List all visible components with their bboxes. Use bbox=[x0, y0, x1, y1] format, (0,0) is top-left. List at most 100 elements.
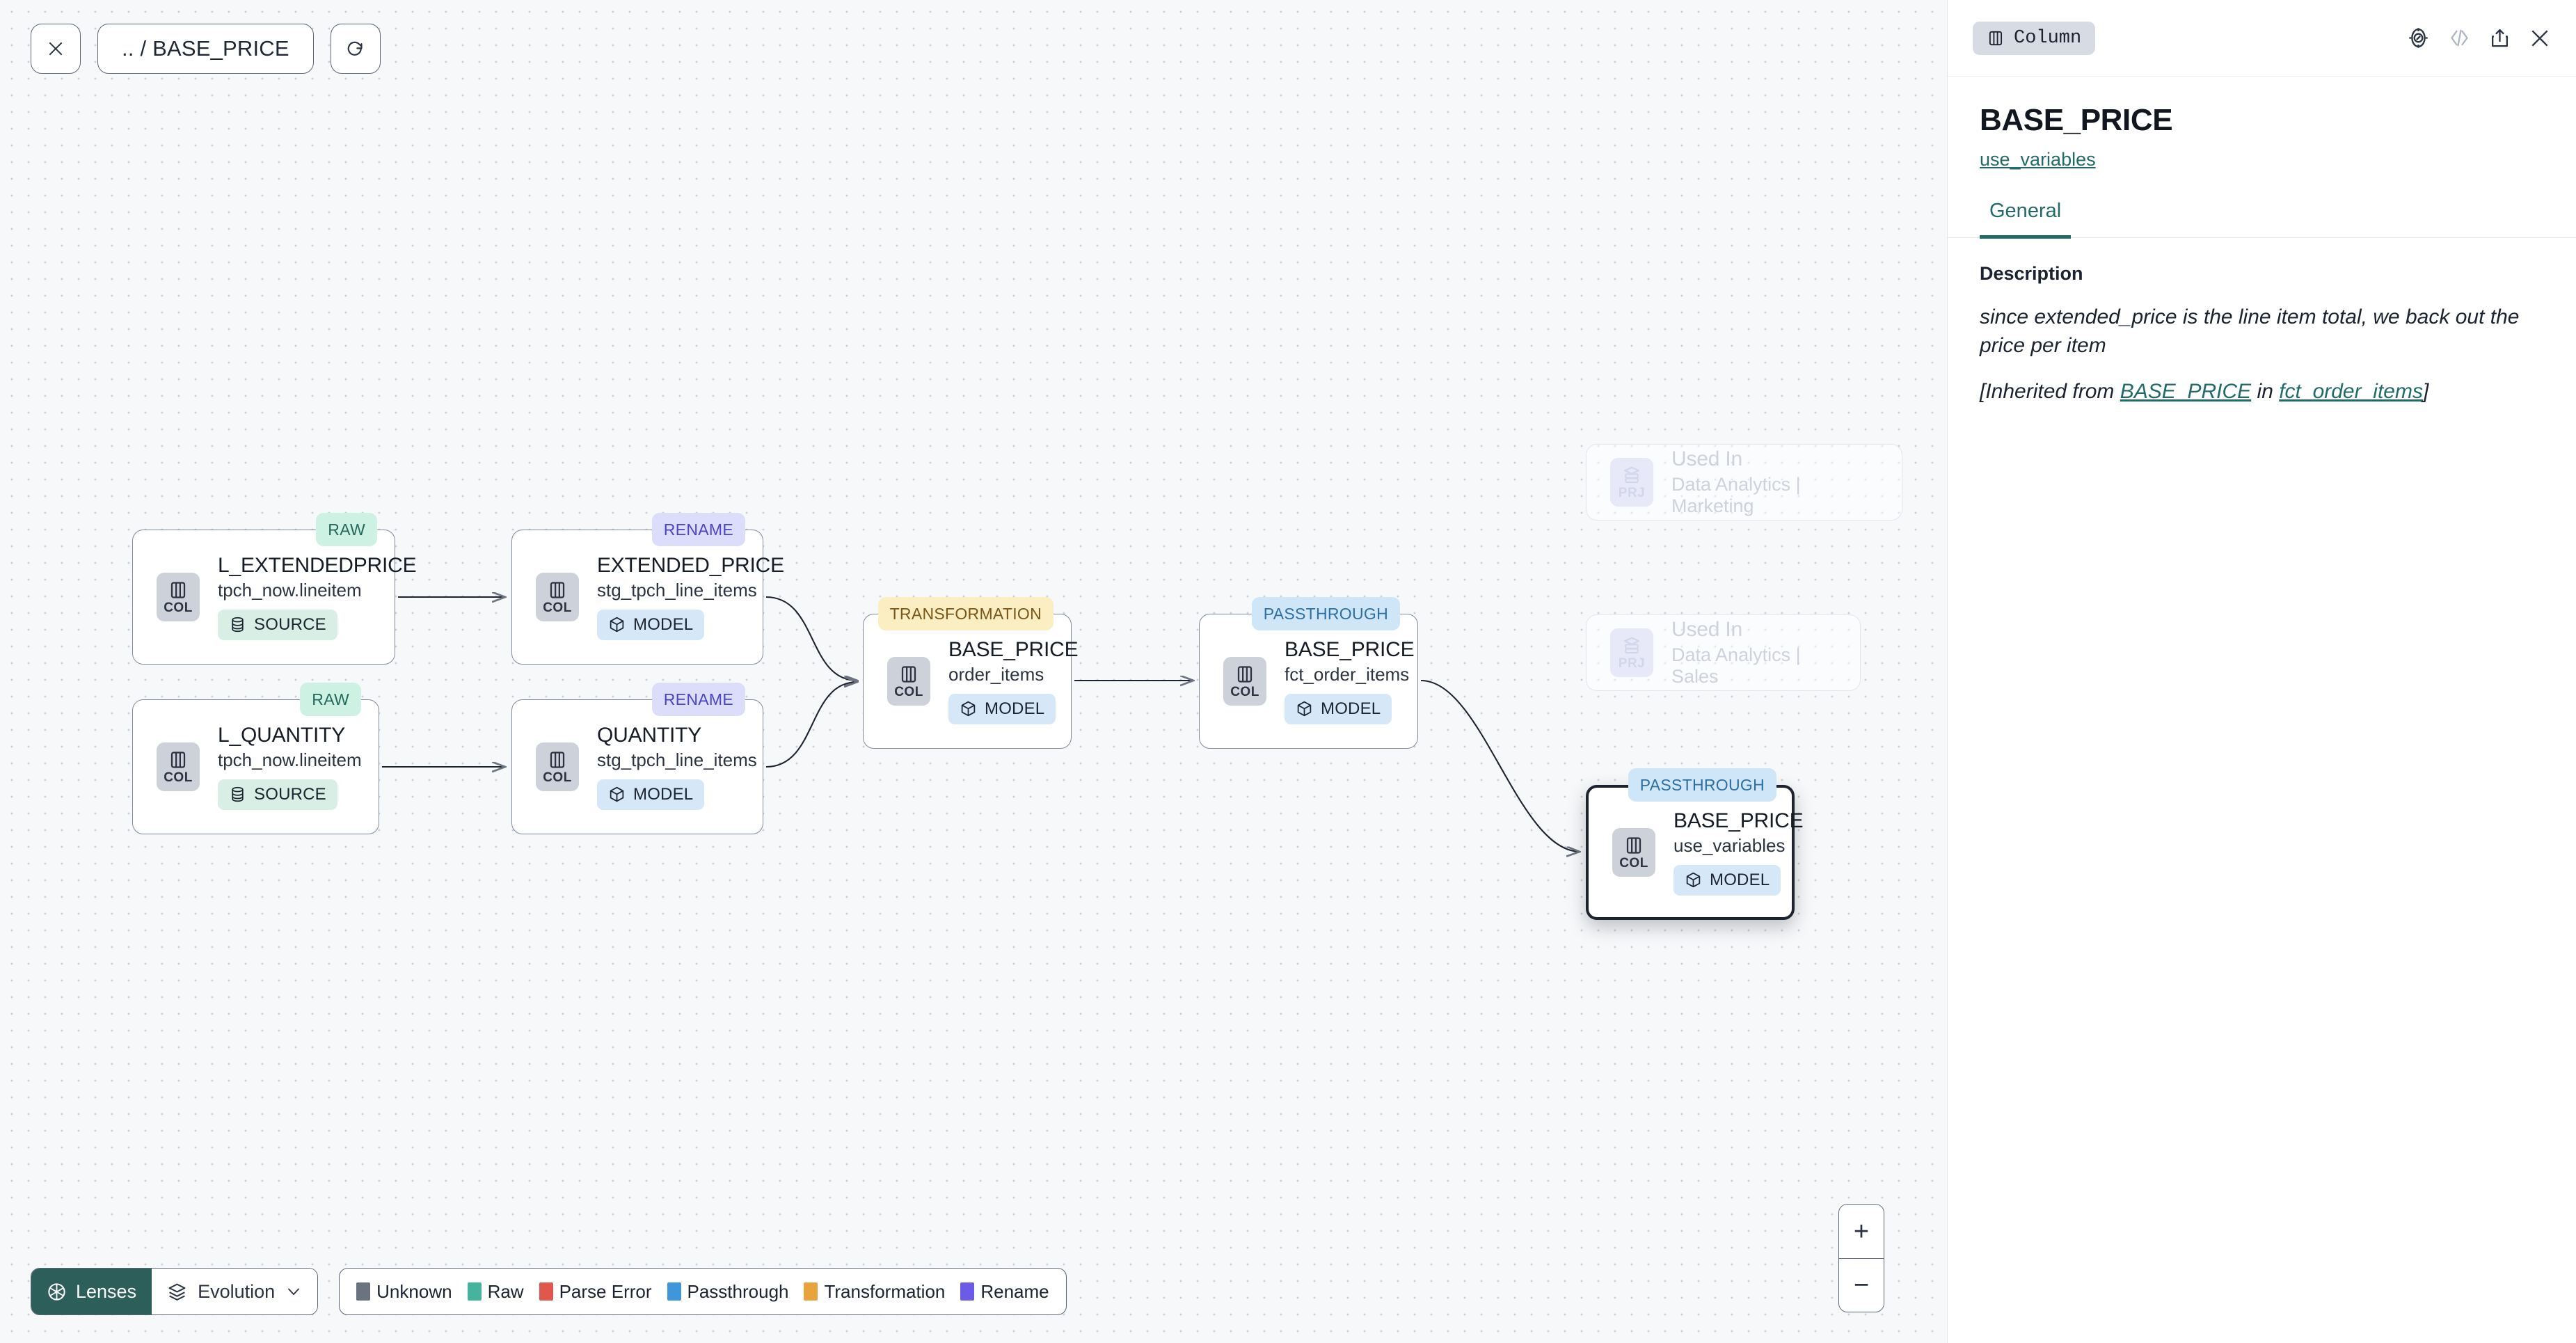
node-icon-label: COL bbox=[894, 685, 923, 699]
chevron-down-icon bbox=[288, 1288, 300, 1296]
node-title: BASE_PRICE bbox=[1673, 809, 1804, 833]
zoom-controls: + − bbox=[1838, 1204, 1884, 1312]
node-icon-label: COL bbox=[543, 601, 572, 615]
node-title: QUANTITY bbox=[597, 724, 702, 747]
lenses-button[interactable]: Lenses bbox=[31, 1269, 152, 1314]
legend-label: Unknown bbox=[376, 1280, 452, 1302]
panel-title-block: BASE_PRICE use_variables bbox=[1948, 77, 2576, 170]
node-pill-model: MODEL bbox=[1285, 693, 1392, 724]
legend-item-raw[interactable]: Raw bbox=[467, 1280, 524, 1303]
refresh-button[interactable] bbox=[330, 24, 381, 74]
legend-item-transformation[interactable]: Transformation bbox=[804, 1281, 945, 1303]
breadcrumb-button[interactable]: .. / BASE_PRICE bbox=[97, 24, 314, 74]
legend: Unknown Raw Parse Error Passthrough Transfor… bbox=[339, 1268, 1067, 1315]
legend-item-rename[interactable]: Rename bbox=[960, 1281, 1049, 1303]
column-icon bbox=[550, 752, 565, 768]
legend-swatch bbox=[539, 1282, 553, 1301]
node-title: EXTENDED_PRICE bbox=[597, 554, 784, 578]
evolution-dropdown[interactable]: Evolution bbox=[152, 1269, 318, 1314]
description-body: since extended_price is the line item to… bbox=[1980, 305, 2520, 358]
code-icon[interactable] bbox=[2448, 26, 2471, 49]
node-icon: PRJ bbox=[1610, 458, 1653, 507]
legend-swatch bbox=[356, 1282, 371, 1301]
column-icon bbox=[1989, 31, 2003, 45]
inherited-suffix: ] bbox=[2422, 379, 2429, 403]
zoom-out-button[interactable]: − bbox=[1839, 1258, 1884, 1312]
edge-base_price_fct-to-base_price_use_variables bbox=[1420, 679, 1580, 852]
legend-label: Raw bbox=[487, 1280, 524, 1302]
inherited-prefix: [Inherited from bbox=[1980, 379, 2120, 403]
inherited-column-link[interactable]: BASE_PRICE bbox=[2120, 379, 2252, 403]
close-panel-icon[interactable] bbox=[2529, 27, 2551, 49]
close-icon bbox=[49, 42, 63, 56]
node-icon: PRJ bbox=[1610, 628, 1653, 677]
node-subtitle: order_items bbox=[948, 664, 1044, 685]
node-pill-label: MODEL bbox=[633, 784, 694, 804]
legend-item-passthrough[interactable]: Passthrough bbox=[667, 1281, 788, 1303]
explore-icon[interactable] bbox=[2407, 26, 2430, 49]
zoom-in-button[interactable]: + bbox=[1839, 1205, 1884, 1258]
legend-item-parse-error[interactable]: Parse Error bbox=[539, 1281, 652, 1303]
node-pill-model: MODEL bbox=[948, 693, 1056, 724]
legend-label: Transformation bbox=[824, 1280, 946, 1302]
edge-quantity-to-base_price_order_items bbox=[765, 682, 857, 768]
column-icon bbox=[170, 582, 186, 598]
database-icon bbox=[232, 617, 244, 633]
node-icon: COL bbox=[1612, 828, 1655, 877]
panel-header: Column bbox=[1948, 0, 2576, 77]
node-subtitle: Data Analytics | Marketing bbox=[1671, 473, 1801, 516]
cube-icon bbox=[961, 701, 976, 717]
tab-general[interactable]: General bbox=[1980, 200, 2072, 239]
column-icon bbox=[901, 666, 916, 683]
cube-icon bbox=[610, 617, 624, 633]
legend-swatch bbox=[467, 1282, 482, 1301]
model-link[interactable]: use_variables bbox=[1980, 149, 2096, 170]
project-icon bbox=[1623, 637, 1640, 654]
cube-icon bbox=[610, 787, 624, 802]
node-title: BASE_PRICE bbox=[1285, 638, 1415, 662]
inherited-model-link[interactable]: fct_order_items bbox=[2279, 379, 2423, 403]
column-icon bbox=[1237, 666, 1253, 683]
page-title: BASE_PRICE bbox=[1980, 103, 2173, 137]
legend-item-unknown[interactable]: Unknown bbox=[356, 1281, 452, 1303]
node-icon-label: PRJ bbox=[1618, 656, 1646, 671]
description-inherited: [Inherited from BASE_PRICE in fct_order_… bbox=[1980, 377, 2544, 406]
node-icon-label: PRJ bbox=[1618, 486, 1646, 500]
description-section: Description since extended_price is the … bbox=[1948, 238, 2576, 406]
node-pill-model: MODEL bbox=[597, 609, 705, 640]
cube-icon bbox=[1686, 873, 1701, 888]
node-subtitle: use_variables bbox=[1673, 835, 1786, 857]
node-icon: COL bbox=[536, 573, 579, 621]
legend-swatch bbox=[960, 1282, 975, 1301]
node-icon-label: COL bbox=[543, 770, 572, 785]
node-badge-trans: TRANSFORMATION bbox=[877, 597, 1054, 630]
node-badge-raw: RAW bbox=[300, 683, 361, 716]
lenses-group: Lenses Evolution bbox=[31, 1268, 319, 1315]
node-badge-rename: RENAME bbox=[651, 683, 745, 716]
node-title: L_EXTENDEDPRICE bbox=[218, 554, 417, 578]
node-badge-pass: PASSTHROUGH bbox=[1628, 768, 1776, 802]
node-subtitle: stg_tpch_line_items bbox=[597, 580, 757, 601]
node-icon: COL bbox=[157, 573, 200, 621]
node-subtitle: fct_order_items bbox=[1285, 664, 1410, 685]
node-icon: COL bbox=[1223, 657, 1266, 706]
close-graph-button[interactable] bbox=[31, 24, 81, 74]
node-pill-model: MODEL bbox=[597, 779, 705, 810]
legend-swatch bbox=[667, 1282, 681, 1301]
share-icon[interactable] bbox=[2489, 27, 2511, 49]
